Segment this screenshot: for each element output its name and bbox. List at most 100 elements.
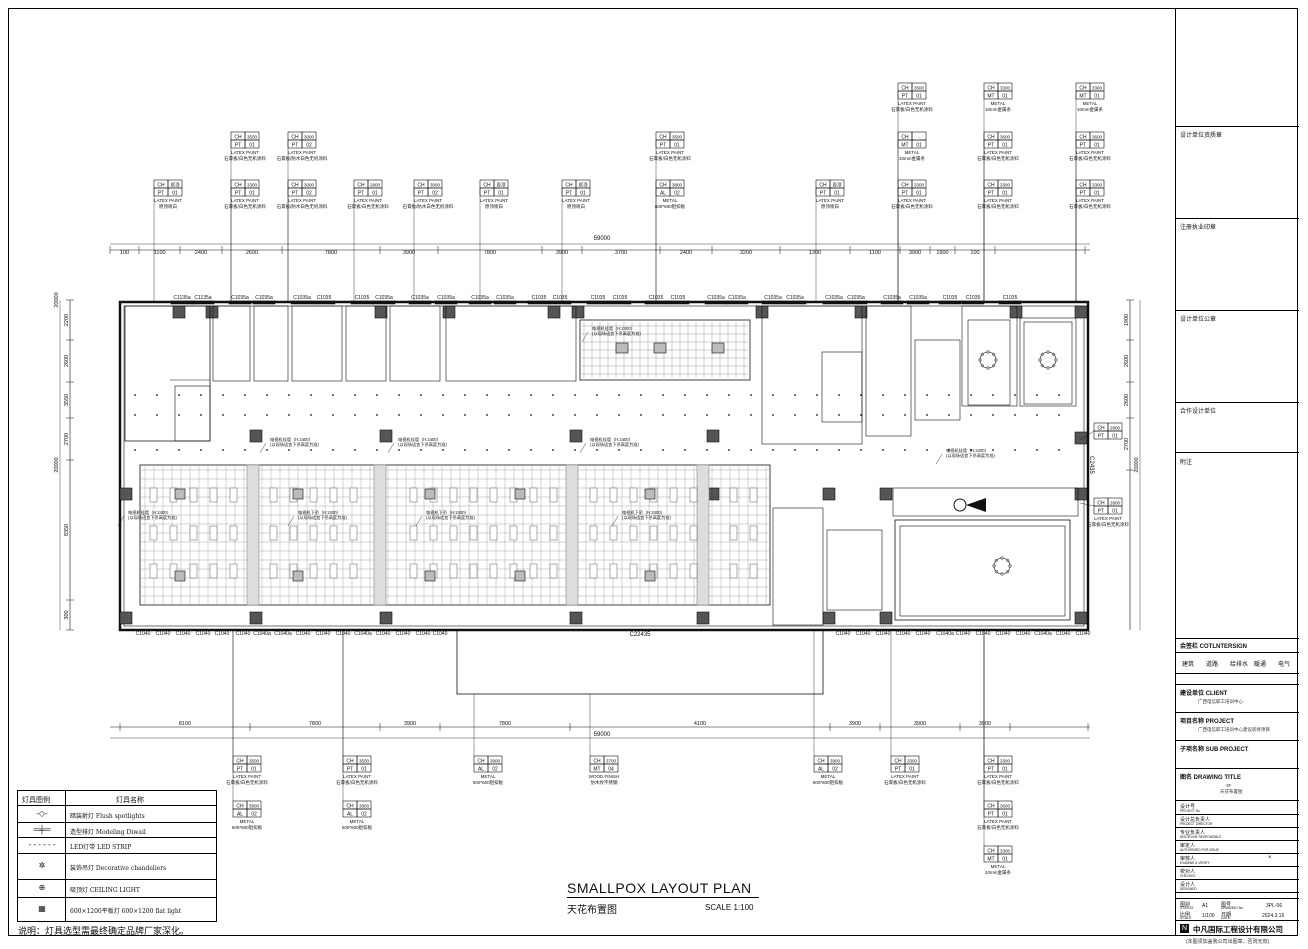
window-label-top: C1035a [909, 295, 927, 301]
column [379, 611, 393, 625]
room-k-inner [967, 319, 1011, 406]
window-label-bottom: C1040a [253, 631, 271, 637]
spotlight [442, 414, 444, 416]
spotlight [772, 394, 774, 396]
strip-light [349, 525, 358, 541]
tag-box [1089, 90, 1105, 100]
strip-light [529, 563, 538, 579]
chandelier-bulb [1052, 352, 1056, 356]
window-label-top: C1035a [707, 295, 725, 301]
spotlight [398, 414, 400, 416]
dim-top: 3900 [909, 250, 921, 256]
window-label-top: C1035a [437, 295, 455, 301]
tag-ch: 3900 [249, 804, 260, 809]
strip-light [229, 563, 238, 579]
strip-light [689, 487, 698, 503]
tag-material: LATEX PAINT [233, 774, 261, 779]
room-f [389, 305, 441, 382]
tag-ch: 3300 [1092, 86, 1103, 91]
spotlight [728, 414, 730, 416]
spotlight [1014, 449, 1016, 451]
dim-top-total: 59000 [594, 236, 611, 242]
spotlight [288, 449, 290, 451]
window-label-top: C1035a [847, 295, 865, 301]
dim-right: 2600 [1124, 355, 1130, 367]
role-3: 审定人 [1180, 843, 1196, 849]
strip-light [309, 563, 318, 579]
tag-num: 01 [916, 143, 922, 149]
tag-box [997, 853, 1013, 863]
chandelier-bulb [1040, 352, 1044, 356]
tag-code: MT [1079, 94, 1086, 100]
tag-material-cn: 10mm金属条 [985, 869, 1012, 876]
legend-row: ═╪═造型排灯 Modeling Diwail [18, 822, 216, 837]
window-label-bottom: C1040 [1056, 631, 1071, 637]
tag-ch: 3800 [672, 183, 683, 188]
tag-material: LATEX PAINT [891, 774, 919, 779]
spotlight [1036, 394, 1038, 396]
window-label-bottom: C1040 [1016, 631, 1031, 637]
tv-note-sub: (以现场适宜下吊高度为准) [398, 441, 447, 448]
window-mark [844, 300, 868, 305]
spotlight [552, 394, 554, 396]
tag-code: PT [988, 812, 994, 818]
window-mark [548, 300, 572, 305]
window-label-bottom: C1040 [433, 631, 448, 637]
window-label-top: C1035 [591, 295, 606, 301]
tag-material: LATEX PAINT [480, 198, 508, 203]
tv-note: 电视机挂墙（H:2400） [946, 447, 989, 454]
tag-num: 01 [916, 94, 922, 100]
tag-material-cn: 石膏板/白色无机涂料 [226, 779, 268, 786]
tv-leader [579, 442, 587, 454]
tag-ch-label: CH [817, 759, 825, 765]
wood-beam [565, 464, 579, 606]
footer-note: (本图须加盖我公司出图章，否则无效) [1186, 939, 1270, 945]
tag-code: PT [902, 191, 908, 197]
strip-light [269, 487, 278, 503]
window-label-bottom: C1040 [956, 631, 971, 637]
spotlight [640, 449, 642, 451]
tag-box [246, 763, 262, 773]
spotlight [728, 449, 730, 451]
strip-light [609, 525, 618, 541]
tag-num: 01 [498, 191, 504, 197]
spotlight [530, 414, 532, 416]
window-label-bottom: C1040 [196, 631, 211, 637]
strip-light [149, 487, 158, 503]
spotlight [882, 414, 884, 416]
window-label-top: C1035 [943, 295, 958, 301]
tag-box [493, 187, 509, 197]
tag-code: MT [901, 143, 908, 149]
tag-box [997, 763, 1013, 773]
spotlight [640, 414, 642, 416]
spotlight [640, 394, 642, 396]
tag-ch: 3600 [1000, 135, 1011, 140]
dim-top: 2400 [680, 250, 692, 256]
spotlight [244, 414, 246, 416]
tag-material-cn: 石膏板/白色无机涂料 [224, 155, 266, 162]
spotlight [794, 394, 796, 396]
spotlight [310, 449, 312, 451]
strip-light [669, 525, 678, 541]
spotlight [1058, 449, 1060, 451]
tag-material: METAL [481, 774, 496, 779]
strip-light [169, 525, 178, 541]
client-cell: 建设单位 CLIENT 广西电信职工培训中心 [1176, 684, 1299, 712]
window-mark [783, 300, 807, 305]
tag-code: AL [478, 767, 484, 773]
tag-code: PT [1080, 191, 1086, 197]
dim-bottom: 3900 [849, 721, 861, 727]
spotlight [618, 394, 620, 396]
tag-num: 01 [249, 191, 255, 197]
tag-num: 01 [1112, 509, 1118, 515]
tag-material: LATEX PAINT [288, 150, 316, 155]
spotlight [860, 449, 862, 451]
strip-light [329, 525, 338, 541]
tag-num: 01 [1094, 191, 1100, 197]
spotlight [794, 414, 796, 416]
tag-code: PT [235, 143, 241, 149]
spotlight [684, 414, 686, 416]
tag-material-cn: 原顶喷白 [485, 203, 503, 210]
column [1074, 611, 1088, 625]
tv-leader [287, 515, 295, 527]
